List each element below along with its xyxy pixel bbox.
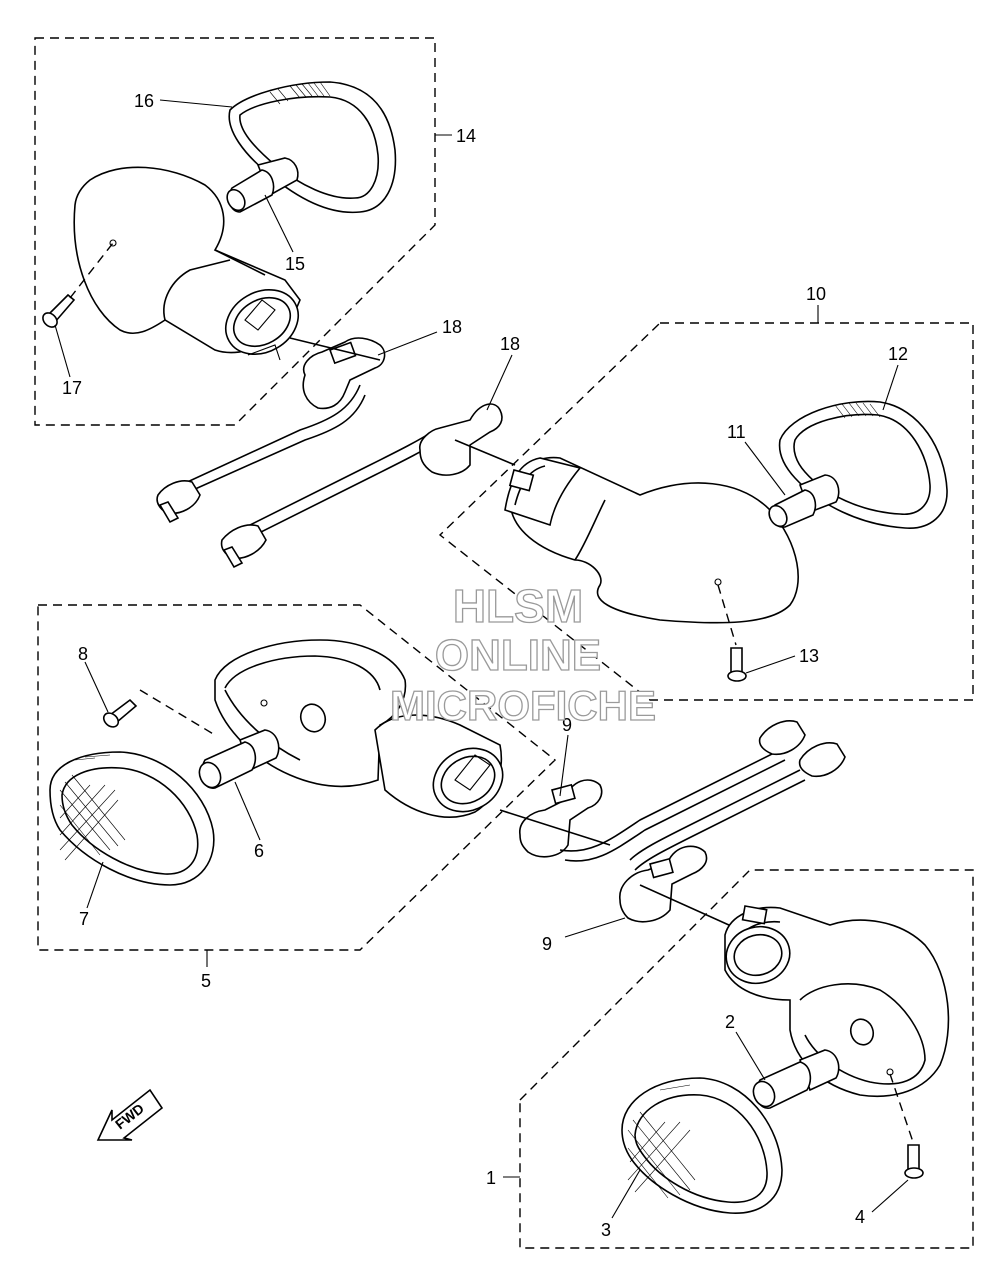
- lens-7: [49, 751, 215, 886]
- screw-17: [42, 242, 114, 328]
- bulb-11: [768, 474, 840, 528]
- callout-12: 12: [888, 344, 908, 364]
- wire-clip-9-middle: [499, 779, 611, 858]
- watermark-line3: MICROFICHE: [390, 682, 656, 729]
- callout-10: 10: [806, 284, 826, 304]
- assembly-box-14: [34, 37, 436, 426]
- turn-signal-rear-right: [504, 456, 799, 624]
- callout-14: 14: [456, 126, 476, 146]
- screw-4: [889, 1073, 924, 1179]
- turn-signal-front-right: [724, 905, 950, 1097]
- callout-1: 1: [486, 1168, 496, 1188]
- callout-13: 13: [799, 646, 819, 666]
- callout-labels: 16 14 15 17 18 18 10 12 11 13 8 9 6 7 5 …: [62, 91, 908, 1240]
- callout-15: 15: [285, 254, 305, 274]
- wire-harness-front: [559, 720, 846, 871]
- callout-11: 11: [727, 422, 746, 442]
- leader-lines: [54, 99, 909, 1219]
- callout-9-bottom: 9: [542, 934, 552, 954]
- callout-8: 8: [78, 644, 88, 664]
- callout-16: 16: [134, 91, 154, 111]
- wire-clip-18-top: [289, 337, 386, 410]
- fwd-arrow-icon: FWD: [96, 1088, 164, 1141]
- assembly-box-10: [438, 322, 974, 701]
- callout-18-right: 18: [500, 334, 520, 354]
- bulb-15: [226, 157, 299, 213]
- bulb-6: [198, 729, 280, 789]
- watermark-line1: HLSM: [453, 580, 583, 632]
- turn-signal-rear-left: [73, 166, 301, 361]
- screw-13: [717, 584, 747, 682]
- bulb-2: [752, 1049, 840, 1109]
- wire-harness-top: [156, 384, 441, 569]
- callout-4: 4: [855, 1207, 865, 1227]
- lens-3: [621, 1077, 783, 1214]
- callout-2: 2: [725, 1012, 735, 1032]
- callout-18-top: 18: [442, 317, 462, 337]
- watermark-line2: ONLINE: [435, 631, 601, 680]
- screw-8: [102, 689, 216, 736]
- wire-clip-18-right: [419, 403, 516, 476]
- callout-3: 3: [601, 1220, 611, 1240]
- callout-17: 17: [62, 378, 82, 398]
- assembly-box-5: [37, 604, 557, 951]
- callout-5: 5: [201, 971, 211, 991]
- callout-9-middle: 9: [562, 715, 572, 735]
- wire-clip-9-bottom: [619, 845, 741, 931]
- assembly-box-1: [519, 869, 974, 1249]
- callout-7: 7: [79, 909, 89, 929]
- watermark: HLSM ONLINE MICROFICHE: [389, 579, 656, 729]
- callout-6: 6: [254, 841, 264, 861]
